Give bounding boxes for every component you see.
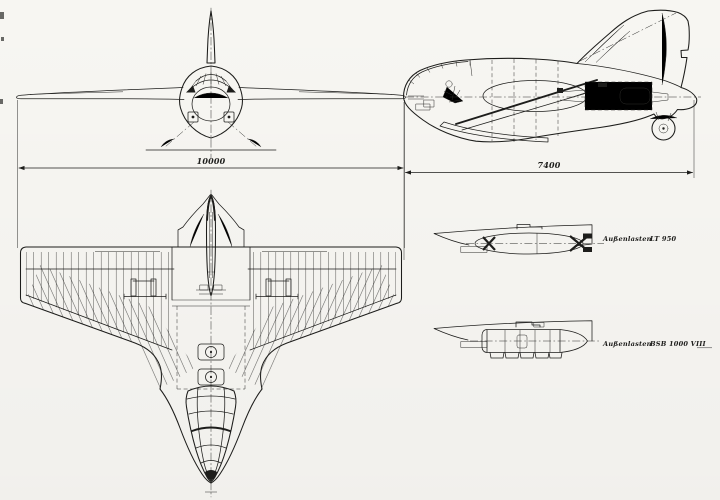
plan-view-nose <box>159 385 263 493</box>
front-view-landing-gear <box>160 111 262 148</box>
store-2-category-label: Außenlasten <box>602 340 652 348</box>
side-view-pilot <box>442 80 464 104</box>
front-view-left-wing <box>16 87 185 248</box>
side-view-tailwheel <box>649 111 678 141</box>
side-view <box>402 9 701 143</box>
plan-view-fuselage <box>159 189 263 498</box>
side-view-engine <box>557 81 669 111</box>
side-view-fin <box>579 12 677 86</box>
front-view-fuselage <box>145 7 277 159</box>
store-2-designation-label: BSB 1000 VIII <box>649 340 707 348</box>
store-1: Außenlasten LT 950 <box>433 224 676 255</box>
store-1-suspension-lug <box>482 236 496 251</box>
plan-view-rear-deck <box>177 194 245 295</box>
dimension-span: 10000 <box>18 156 404 171</box>
span-dimension-label: 10000 <box>197 156 226 166</box>
plan-view-fin <box>205 195 217 297</box>
plan-view-left-wing <box>19 246 212 390</box>
store-2-bombs <box>489 352 563 359</box>
store-1-designation-label: LT 950 <box>649 235 676 243</box>
scan-artifacts <box>0 12 4 104</box>
store-1-wing-section <box>433 224 593 253</box>
front-view-fin <box>206 10 216 64</box>
store-2-bomb-container <box>470 329 600 359</box>
side-view-canopy <box>406 59 473 96</box>
plan-view <box>19 189 403 498</box>
store-1-category-label: Außenlasten <box>602 235 652 243</box>
dimension-length: 7400 <box>403 100 695 260</box>
front-view-canopy <box>186 72 236 93</box>
front-view-nose-section <box>191 86 231 122</box>
store-2-wing-section <box>433 320 593 348</box>
side-view-skid <box>439 121 549 143</box>
plan-view-pylon-bracket <box>123 278 167 300</box>
front-view <box>16 7 406 249</box>
length-dimension-label: 7400 <box>537 160 560 170</box>
plan-view-hatches <box>197 343 225 386</box>
store-2: Außenlasten BSB 1000 VIII <box>433 320 712 359</box>
side-view-outline <box>402 9 698 143</box>
store-1-torpedo <box>466 232 604 255</box>
